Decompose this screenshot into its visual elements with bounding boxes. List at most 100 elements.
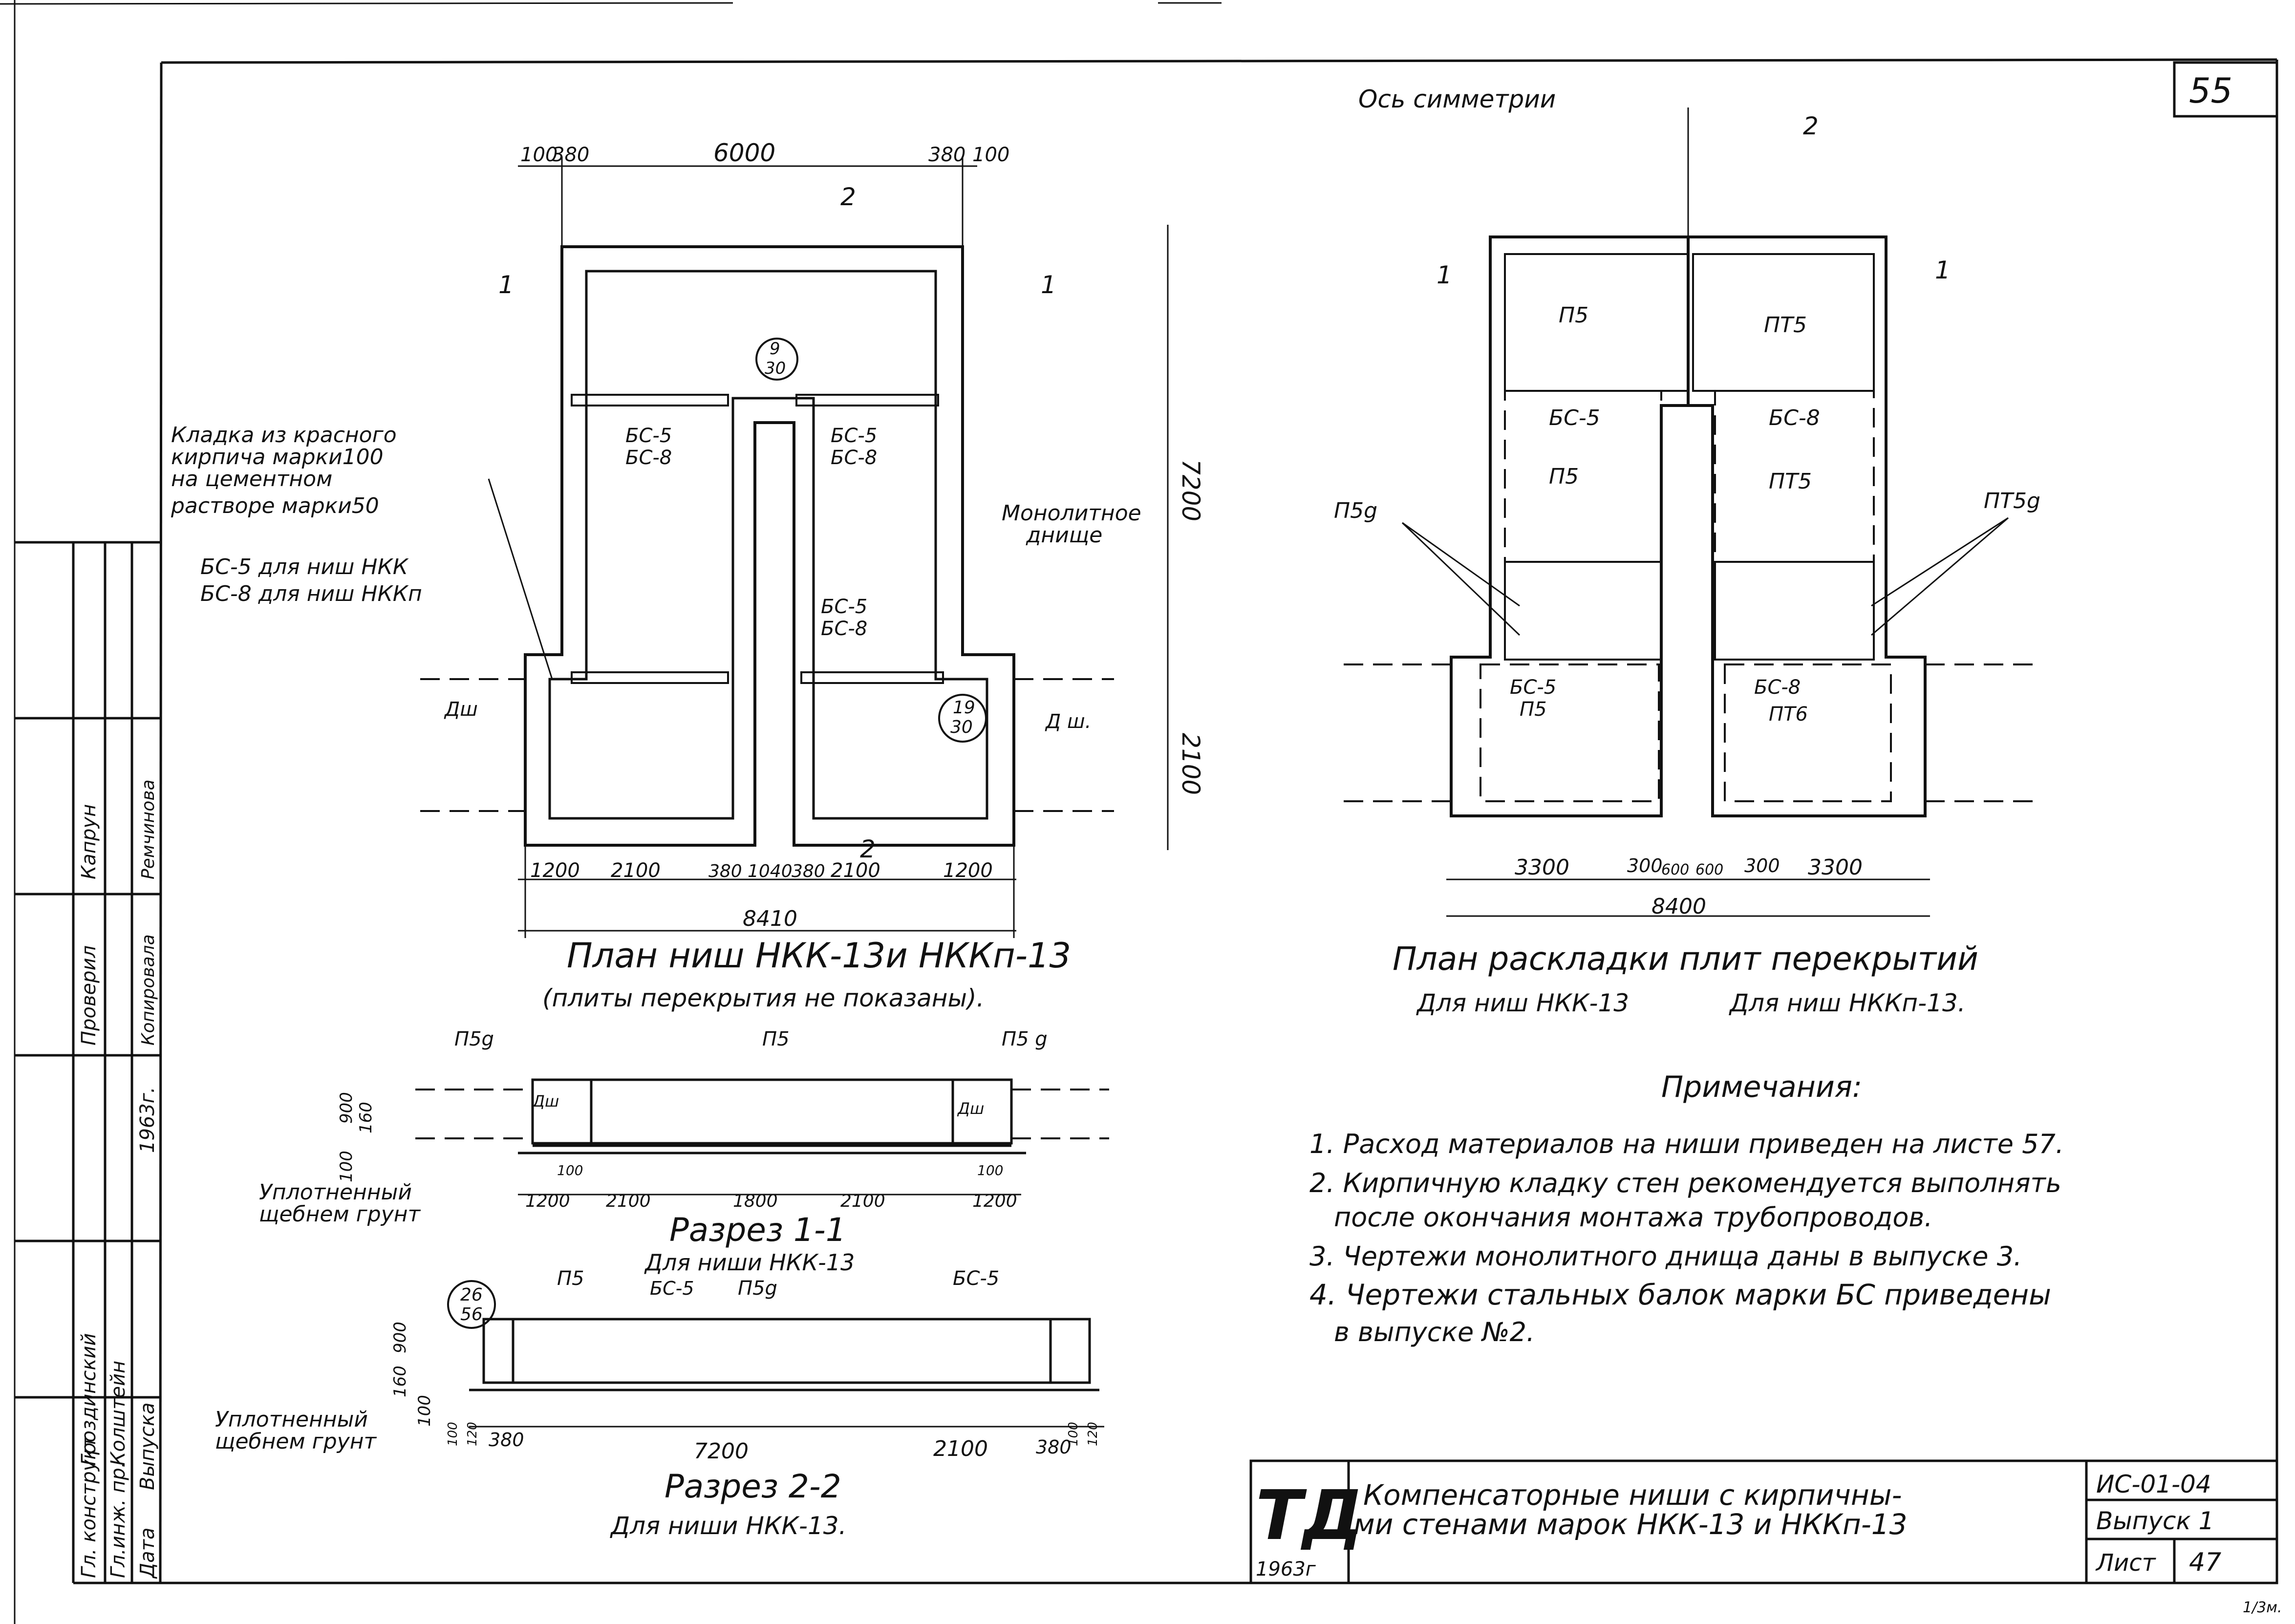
stamp-r4-a: Проверил bbox=[78, 945, 100, 1046]
callout-2-bottom: 30 bbox=[950, 717, 973, 737]
stamp-r2-a: Гл.инж. пр. bbox=[107, 1462, 129, 1578]
slab-r-6: ПТ6 bbox=[1769, 703, 1808, 726]
beam-label-1: БС-5 bbox=[625, 425, 672, 447]
slab-l-3: П5 bbox=[1549, 464, 1579, 489]
section-1-label-p5g-left: П5g bbox=[454, 1028, 494, 1050]
section-2-ground-1: Уплотненный bbox=[215, 1407, 368, 1432]
slab-r-4: ПТ5g bbox=[1984, 489, 2040, 513]
title-issue: Выпуск 1 bbox=[2096, 1507, 2214, 1535]
note-item-4b: в выпуске №2. bbox=[1334, 1317, 1535, 1347]
callout-circle-1 bbox=[755, 338, 798, 381]
section-mark-2a: 2 bbox=[840, 183, 856, 211]
section-2-dim-small-a: 100 bbox=[446, 1422, 460, 1446]
slab-dim-600b: 600 bbox=[1695, 861, 1723, 878]
section-mark-1a: 1 bbox=[498, 271, 514, 299]
section-1-ground-1: Уплотненный bbox=[259, 1180, 412, 1205]
note-bottom-2: днище bbox=[1026, 523, 1102, 548]
stamp-r5-c: Ремчинова bbox=[138, 779, 158, 879]
pipe-label-left: Дш bbox=[444, 698, 478, 721]
dim-bottom-2100a: 2100 bbox=[611, 859, 661, 882]
section-2-label-p5: П5 bbox=[557, 1267, 584, 1290]
section-2-dim-small-c: 100 bbox=[1066, 1422, 1081, 1446]
slab-dim-600a: 600 bbox=[1661, 861, 1689, 878]
section-mark-1b: 1 bbox=[1041, 271, 1056, 299]
section-1-dim-2100b: 2100 bbox=[840, 1191, 885, 1211]
slab-r-5: БС-8 bbox=[1754, 676, 1801, 699]
plan-niche-title: План ниш НКК-13и НККп-13 bbox=[567, 936, 1071, 976]
note-masonry-2: кирпича марки100 bbox=[171, 445, 384, 470]
note-masonry-4: растворе марки50 bbox=[171, 493, 379, 518]
beam-label-4: БС-8 bbox=[831, 447, 877, 469]
section-2-dim-2100: 2100 bbox=[933, 1436, 988, 1461]
slab-section-1b: 1 bbox=[1935, 256, 1951, 284]
section-2-dim-7200: 7200 bbox=[694, 1439, 749, 1464]
slab-l-1: П5 bbox=[1559, 303, 1588, 328]
slab-l-5: БС-5 bbox=[1510, 676, 1556, 699]
slab-r-3: ПТ5 bbox=[1769, 469, 1812, 494]
note-beams-2: БС-8 для ниш НККп bbox=[200, 581, 422, 606]
dim-right-2100: 2100 bbox=[1177, 733, 1205, 795]
plan-slabs-title: План раскладки плит перекрытий bbox=[1393, 940, 1978, 978]
section-1-label-p5g-right: П5 g bbox=[1002, 1028, 1048, 1050]
stamp-r2-b: Колштейн bbox=[107, 1361, 129, 1466]
slab-l-6: П5 bbox=[1520, 698, 1547, 721]
plan-slabs-sub-right: Для ниш НККп-13. bbox=[1729, 989, 1966, 1017]
section-1-dim-1200b: 1200 bbox=[972, 1191, 1017, 1211]
section-1-dim-2100a: 2100 bbox=[606, 1191, 651, 1211]
title-sheet-label: Лист bbox=[2095, 1549, 2157, 1577]
dim-bottom-1200a: 1200 bbox=[530, 859, 580, 882]
title-sheet-no: 47 bbox=[2189, 1548, 2221, 1577]
notes-heading: Примечания: bbox=[1661, 1070, 1862, 1104]
section-2-dim-380a: 380 bbox=[489, 1429, 524, 1451]
slab-dim-3300a: 3300 bbox=[1515, 855, 1569, 880]
section-2-title: Разрез 2-2 bbox=[665, 1468, 841, 1505]
callout-1-top: 9 bbox=[770, 339, 780, 359]
stamp-r4-c: Копировала bbox=[138, 934, 158, 1046]
dim-top-6000: 6000 bbox=[713, 139, 775, 167]
section-1-ground-2: щебнем грунт bbox=[259, 1202, 421, 1227]
dim-bottom-380b: 380 bbox=[792, 861, 825, 881]
stamp-r1-b: Гроздинский bbox=[78, 1333, 100, 1466]
plan-niche-subtitle: (плиты перекрытия не показаны). bbox=[542, 984, 984, 1012]
beam-label-3: БС-5 bbox=[831, 425, 877, 447]
stamp-r3-a: Дата bbox=[136, 1527, 159, 1579]
note-bottom-1: Монолитное bbox=[1002, 501, 1141, 526]
title-logo: ТД bbox=[1256, 1476, 1363, 1556]
section-2-dim-160: 160 bbox=[390, 1366, 410, 1397]
callout-circle-2 bbox=[938, 694, 987, 743]
dim-top-100b: 100 bbox=[972, 144, 1009, 166]
slab-dim-3300b: 3300 bbox=[1808, 855, 1863, 880]
section-1-dim-small-b: 100 bbox=[977, 1162, 1003, 1178]
note-item-3: 3. Чертежи монолитного днища даны в выпу… bbox=[1309, 1241, 2022, 1272]
beam-label-6: БС-8 bbox=[821, 618, 867, 640]
plan-slabs-drawing bbox=[1344, 107, 2033, 917]
section-1-drawing bbox=[415, 1078, 1109, 1196]
title-year: 1963г bbox=[1256, 1558, 1316, 1581]
slab-l-4: П5g bbox=[1334, 498, 1377, 523]
note-item-4: 4. Чертежи стальных балок марки БС приве… bbox=[1309, 1278, 2051, 1311]
section-2-dim-100: 100 bbox=[415, 1395, 434, 1427]
section-1-dim-1200a: 1200 bbox=[525, 1191, 570, 1211]
slab-dim-300a: 300 bbox=[1627, 855, 1663, 876]
note-masonry-1: Кладка из красного bbox=[171, 423, 397, 448]
callout-2-top: 19 bbox=[953, 698, 975, 718]
sheet-number: 55 bbox=[2189, 71, 2232, 111]
dim-bottom-1200b: 1200 bbox=[943, 859, 993, 882]
section-1-title: Разрез 1-1 bbox=[669, 1211, 846, 1249]
section-2-dim-900: 900 bbox=[390, 1322, 410, 1353]
beam-label-5: БС-5 bbox=[821, 596, 867, 618]
slab-l-2: БС-5 bbox=[1549, 406, 1600, 430]
dim-top-380a: 380 bbox=[552, 144, 589, 166]
title-line-1: Компенсаторные ниши с кирпичны- bbox=[1363, 1478, 1902, 1512]
axis-symmetry-label: Ось симметрии bbox=[1358, 85, 1556, 113]
note-masonry-3: на цементном bbox=[171, 467, 332, 491]
section-2-ground-2: щебнем грунт bbox=[215, 1429, 377, 1454]
dim-bottom-380a: 380 bbox=[708, 861, 742, 881]
note-item-2: 2. Кирпичную кладку стен рекомендуется в… bbox=[1309, 1168, 2061, 1198]
section-2-callout-top: 26 bbox=[460, 1285, 483, 1305]
stamp-r1-a: Гл. конструкт bbox=[78, 1435, 100, 1578]
section-mark-2b: 2 bbox=[860, 835, 876, 863]
section-2-label-bs5a: БС-5 bbox=[650, 1278, 694, 1299]
section-2-subtitle: Для ниши НКК-13. bbox=[610, 1512, 846, 1540]
